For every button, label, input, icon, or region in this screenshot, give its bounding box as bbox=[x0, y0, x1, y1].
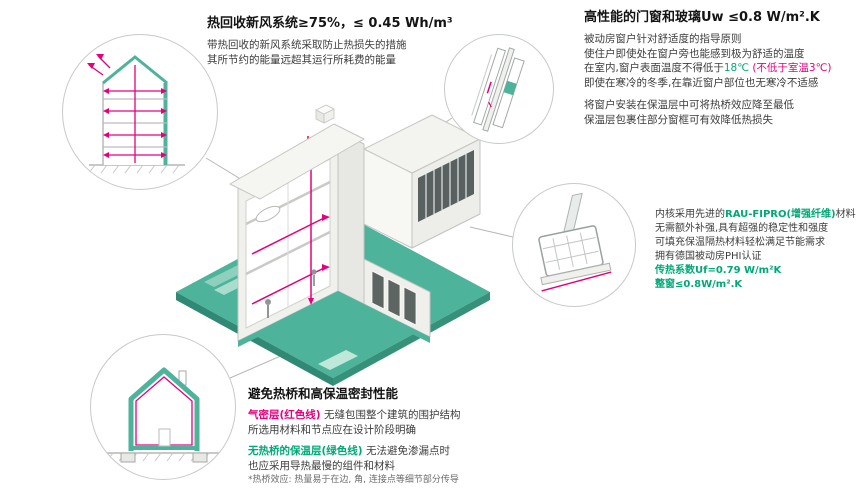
text-run: 无法避免渗漏点时 bbox=[362, 445, 450, 457]
uw-value: 整窗≤0.8W/m².K bbox=[655, 279, 743, 290]
left-roof bbox=[229, 123, 365, 200]
roof-vent bbox=[315, 104, 335, 124]
text-run: 无缝包围整个建筑的围护结构 bbox=[320, 409, 461, 421]
profile-line-3: 可填充保温隔热材料轻松满足节能需求 bbox=[655, 237, 825, 248]
windows-line-6: 保温层包裹住部分窗框可有效降低热损失 bbox=[584, 113, 773, 126]
ventilation-circle bbox=[62, 34, 218, 190]
insulation-line-2: 所选用材料和节点应在设计阶段明确 bbox=[248, 423, 416, 436]
windows-line-4: 即使在寒冷的冬季,在靠近窗户部位也无寒冷不适感 bbox=[584, 76, 819, 89]
insulation-section-illustration bbox=[105, 367, 223, 463]
person-figure bbox=[265, 299, 271, 318]
windows-text-block: 高性能的门窗和玻璃Uw ≤0.8 W/m².K 被动房窗户针对舒适度的指导原则 … bbox=[584, 10, 862, 127]
profile-line-1: 内核采用先进的RAU-FIPRO(增强纤维)材料 bbox=[655, 208, 865, 222]
windows-title: 高性能的门窗和玻璃Uw ≤0.8 W/m².K bbox=[584, 10, 820, 25]
temperature-note: (不低于室温3℃) bbox=[749, 62, 832, 74]
window-profile-circle bbox=[512, 183, 636, 307]
uf-value: 传热系数Uf=0.79 W/m²K bbox=[655, 265, 782, 276]
building bbox=[229, 104, 481, 347]
base-insulation-band bbox=[238, 291, 430, 347]
profile-line-2: 无需额外补强,具有超强的稳定性和强度 bbox=[655, 223, 829, 234]
thermal-bridge-footnote: *热桥效应: 热量易于在边, 角, 连接点等细节部分传导 bbox=[248, 475, 459, 485]
text-run: 在室内,窗户表面温度不得低于 bbox=[584, 62, 724, 74]
window-profile-illustration bbox=[538, 192, 612, 292]
profile-text-block: 内核采用先进的RAU-FIPRO(增强纤维)材料 无需额外补强,具有超强的稳定性… bbox=[655, 208, 865, 292]
window-section-circle bbox=[444, 34, 554, 144]
ventilation-title: 热回收新风系统≥75%，≤ 0.45 Wh/m³ bbox=[207, 16, 453, 31]
text-run: 材料 bbox=[835, 209, 856, 220]
windows-line-3: 在室内,窗户表面温度不得低于18℃ (不低于室温3℃) bbox=[584, 61, 862, 76]
insulation-layer-label: 无热桥的保温层(绿色线) bbox=[248, 445, 363, 457]
temperature-value: 18℃ bbox=[723, 62, 749, 74]
windows-line-2: 使住户即使处在窗户旁也能感到极为舒适的温度 bbox=[584, 47, 805, 60]
insulation-line-3: 无热桥的保温层(绿色线) 无法避免渗漏点时 bbox=[248, 444, 558, 459]
ventilation-text-block: 热回收新风系统≥75%，≤ 0.45 Wh/m³ 带热回收的新风系统采取防止热损… bbox=[207, 16, 472, 67]
person-figure bbox=[311, 269, 317, 286]
airflow-arrowheads bbox=[87, 54, 167, 158]
text-run: 内核采用先进的 bbox=[655, 209, 725, 220]
airflow-lines bbox=[88, 55, 161, 163]
thermal-insulation-layer bbox=[128, 367, 200, 451]
profile-line-4: 拥有德国被动房PHI认证 bbox=[655, 251, 762, 262]
bathtub bbox=[255, 205, 281, 223]
insulation-line-1: 气密层(红色线) 无缝包围整个建筑的围护结构 bbox=[248, 408, 558, 423]
ventilation-body-1: 带热回收的新风系统采取防止热损失的措施 bbox=[207, 39, 407, 51]
material-brand: RAU-FIPRO(增强纤维) bbox=[725, 209, 836, 220]
window-section-illustration bbox=[471, 47, 525, 132]
insulation-circle bbox=[90, 334, 236, 480]
glazed-facade bbox=[418, 150, 474, 222]
ventilation-body-2: 其所节约的能量远超其运行所耗费的能量 bbox=[207, 53, 396, 66]
main-house-illustration bbox=[176, 104, 490, 386]
duct-arrows bbox=[308, 214, 330, 305]
insulation-text-block: 避免热桥和高保温密封性能 气密层(红色线) 无缝包围整个建筑的围护结构 所选用材… bbox=[248, 386, 558, 488]
door bbox=[158, 428, 171, 447]
glass-doors bbox=[371, 270, 417, 326]
insulation-line-4: 也应采用导热最慢的组件和材料 bbox=[248, 459, 395, 472]
windows-line-1: 被动房窗户针对舒适度的指导原则 bbox=[584, 33, 742, 45]
ventilation-section-illustration bbox=[87, 54, 185, 174]
windows-line-5: 将窗户安装在保温层中可将热桥效应降至最低 bbox=[584, 99, 794, 111]
mullions bbox=[425, 154, 467, 218]
airtight-layer-line bbox=[135, 376, 193, 446]
insulation-title: 避免热桥和高保温密封性能 bbox=[248, 386, 399, 401]
airtight-layer-label: 气密层(红色线) bbox=[248, 409, 321, 421]
